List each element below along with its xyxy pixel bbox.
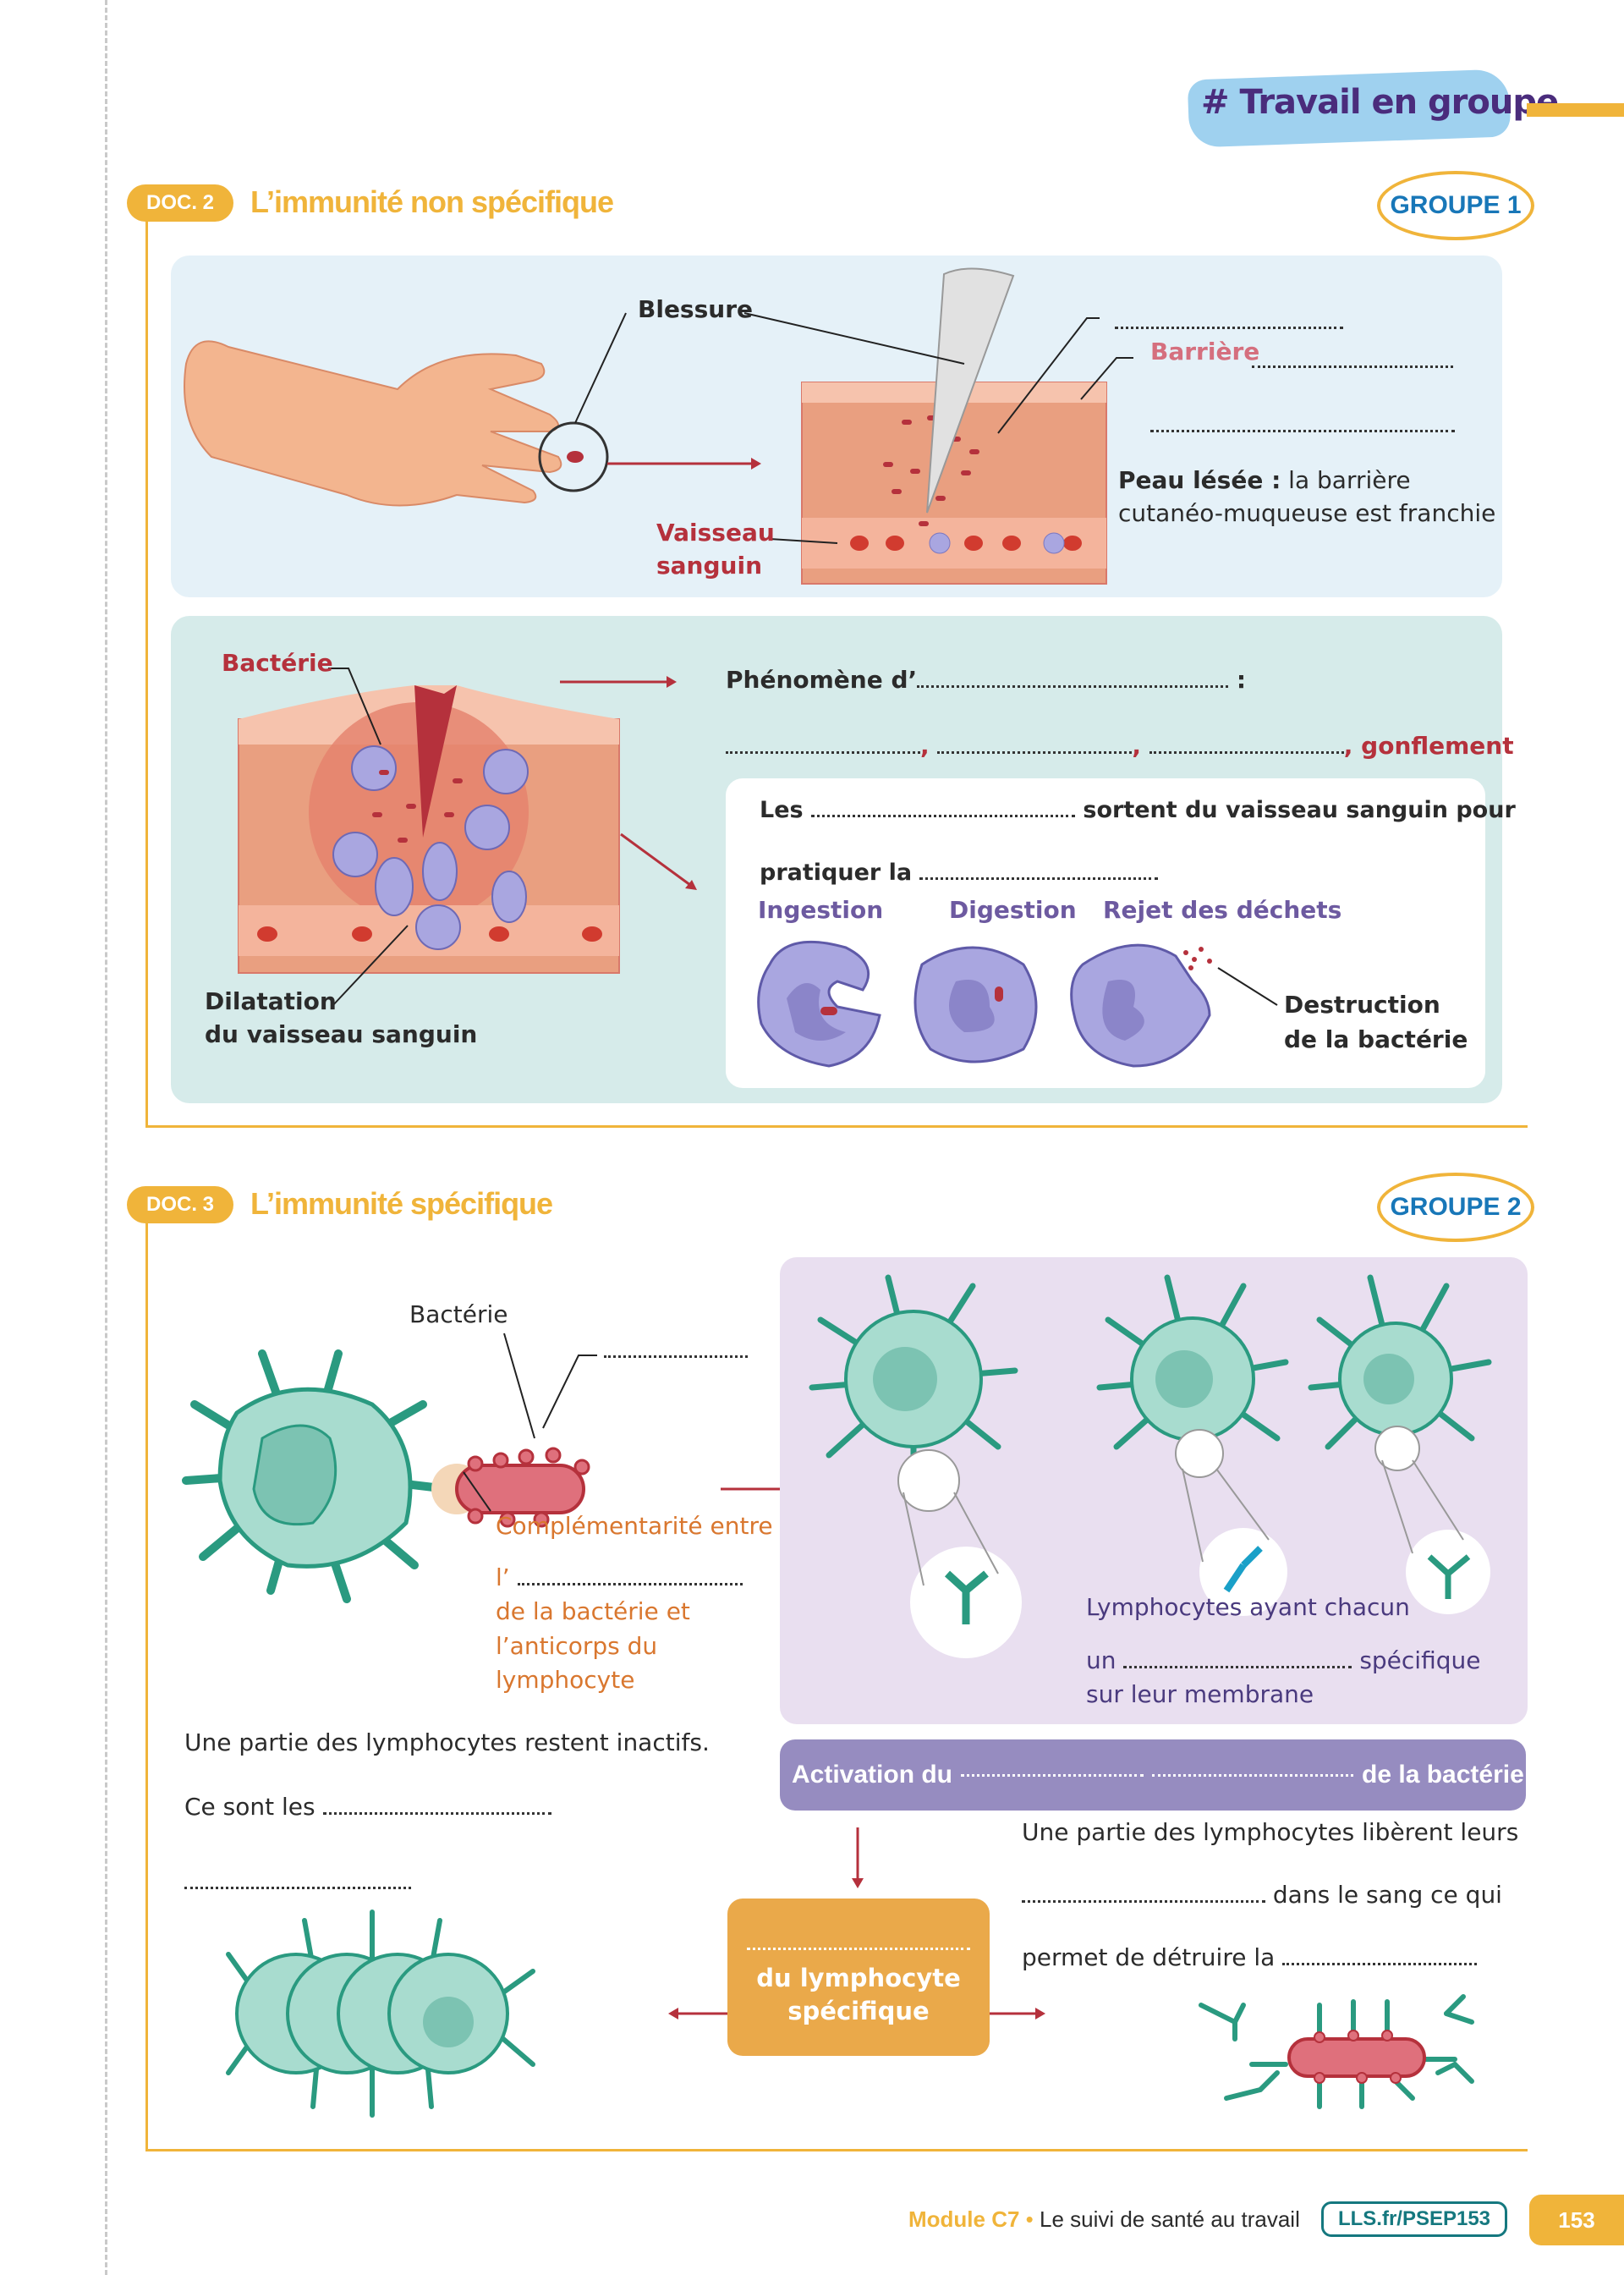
activation-suffix: de la bactérie xyxy=(1362,1761,1524,1789)
doc3-bacterie-label: Bactérie xyxy=(409,1300,508,1328)
activation-banner: Activation du de la bactérie xyxy=(780,1739,1526,1811)
anticorps-label: l’anticorps du xyxy=(496,1631,658,1660)
blank-field[interactable] xyxy=(1150,430,1455,432)
doc2-frame-left xyxy=(145,222,148,1127)
l-prefix: l’ xyxy=(496,1563,510,1591)
permet-text: permet de détruire la xyxy=(1022,1943,1276,1971)
module-label: Module C7 xyxy=(908,2206,1020,2232)
les-label: Les xyxy=(760,797,804,823)
vaisseau-label: Vaisseau xyxy=(656,519,775,547)
arrow-icon xyxy=(852,1878,864,1888)
colon: : xyxy=(1236,666,1247,694)
step-ingestion: Ingestion xyxy=(758,896,884,924)
blank-field[interactable] xyxy=(919,877,1159,880)
un-label: un xyxy=(1086,1646,1116,1674)
de-la-bacterie-label: de la bactérie et xyxy=(496,1597,690,1626)
sortent-label: sortent du vaisseau sanguin pour xyxy=(1083,797,1516,823)
blank-field[interactable] xyxy=(1115,327,1343,329)
bullet: • xyxy=(1019,2206,1040,2232)
inflammation-illustration xyxy=(238,685,620,974)
dilatation-label-2: du vaisseau sanguin xyxy=(205,1020,478,1049)
doc3-title: L’immunité spécifique xyxy=(250,1186,553,1221)
specifique-label: spécifique xyxy=(1359,1646,1481,1674)
lymphocyte-label: lymphocyte xyxy=(496,1666,635,1695)
ce-sont-label: Ce sont les xyxy=(184,1793,315,1821)
inactifs-text: Une partie des lymphocytes restent inact… xyxy=(184,1728,710,1756)
step-digestion: Digestion xyxy=(949,896,1077,924)
hand-illustration xyxy=(184,340,761,507)
blank-field[interactable] xyxy=(937,751,1133,754)
bacterie-label: Bactérie xyxy=(222,649,333,677)
vaisseau-label-2: sanguin xyxy=(656,552,763,580)
blank-field[interactable] xyxy=(184,1887,411,1889)
complementarite-label: Complémentarité entre xyxy=(496,1512,773,1540)
blank-field[interactable] xyxy=(811,815,1075,817)
pratiquer-label: pratiquer la xyxy=(760,860,913,886)
multiplication-box: du lymphocyte spécifique xyxy=(727,1899,990,2056)
step-rejet: Rejet des déchets xyxy=(1103,896,1342,924)
blank-field[interactable] xyxy=(1022,1900,1265,1903)
blank-field[interactable] xyxy=(726,751,920,754)
blank-field[interactable] xyxy=(1123,1665,1352,1668)
doc2-frame-bottom xyxy=(145,1125,1528,1128)
blank-field[interactable] xyxy=(1149,751,1344,754)
groupe1-badge: GROUPE 1 xyxy=(1377,171,1534,240)
subject-label: Le suivi de santé au travail xyxy=(1040,2206,1300,2232)
header-accent-bar xyxy=(1527,103,1624,117)
doc2-badge: DOC. 2 xyxy=(127,184,233,222)
orange-box-line1: du lymphocyte xyxy=(756,1964,961,1992)
antibodies-bacteria-illustration xyxy=(1199,1994,1474,2109)
arrow-icon xyxy=(667,676,677,688)
blessure-label: Blessure xyxy=(638,295,753,323)
panel2-lines xyxy=(328,668,697,1008)
doc3-frame-bottom xyxy=(145,2149,1528,2151)
blank-field[interactable] xyxy=(961,1773,1144,1777)
peau-lesee-label: Peau lésée : xyxy=(1118,466,1281,494)
memory-lymphocytes-cluster xyxy=(226,1910,535,2118)
membrane-label: sur leur membrane xyxy=(1086,1680,1314,1709)
arrow-icon xyxy=(751,458,761,470)
blank-field[interactable] xyxy=(1282,1963,1478,1965)
gonflement-label: , gonflement xyxy=(1343,732,1514,760)
blank-field[interactable] xyxy=(1152,1773,1354,1777)
arrow-icon xyxy=(668,2008,678,2019)
page-margin-guide xyxy=(105,0,107,2275)
arrow-icon xyxy=(685,880,697,890)
blank-field[interactable] xyxy=(322,1812,551,1815)
peau-lesee-text2: cutanéo-muqueuse est franchie xyxy=(1118,499,1496,528)
barriere-label: Barrière xyxy=(1150,338,1260,365)
peau-lesee-text: la barrière xyxy=(1281,466,1411,494)
footer-module: Module C7 • Le suivi de santé au travail xyxy=(908,2206,1300,2233)
comma: , xyxy=(920,732,930,760)
arrow-icon xyxy=(1035,2008,1045,2019)
groupe2-badge: GROUPE 2 xyxy=(1377,1173,1534,1242)
lymphocytes-variants xyxy=(809,1274,1492,1658)
doc3-badge: DOC. 3 xyxy=(127,1186,233,1223)
destruction-label-2: de la bactérie xyxy=(1284,1025,1468,1053)
lymphocytes-ayant-label: Lymphocytes ayant chacun xyxy=(1086,1593,1410,1621)
dilatation-label: Dilatation xyxy=(205,987,337,1015)
blank-field[interactable] xyxy=(604,1355,748,1358)
orange-box-line2: spécifique xyxy=(787,1997,930,2026)
blank-field[interactable] xyxy=(747,1948,970,1950)
blank-field[interactable] xyxy=(1252,365,1453,368)
resource-link[interactable]: LLS.fr/PSEP153 xyxy=(1321,2201,1507,2237)
destruction-label: Destruction xyxy=(1284,991,1440,1019)
page-number: 153 xyxy=(1529,2195,1624,2245)
comma: , xyxy=(1132,732,1142,760)
phagocytosis-cells xyxy=(757,940,1278,1068)
doc3-frame-left xyxy=(145,1223,148,2151)
doc2-title: L’immunité non spécifique xyxy=(250,184,614,219)
blank-field[interactable] xyxy=(917,685,1229,688)
group-work-tag: # Travail en groupe xyxy=(1201,83,1559,122)
zoom-circle xyxy=(538,421,609,492)
dans-sang-text: dans le sang ce qui xyxy=(1272,1881,1502,1909)
liberent-text: Une partie des lymphocytes libèrent leur… xyxy=(1022,1818,1519,1846)
lymphocyte-bacteria-illustration xyxy=(182,1349,590,1603)
phenomene-label: Phénomène d’ xyxy=(726,666,918,694)
activation-prefix: Activation du xyxy=(792,1761,953,1789)
skin-cut-illustration xyxy=(801,267,1107,585)
blank-field[interactable] xyxy=(517,1582,743,1585)
panel1-leader-lines xyxy=(574,312,1133,544)
